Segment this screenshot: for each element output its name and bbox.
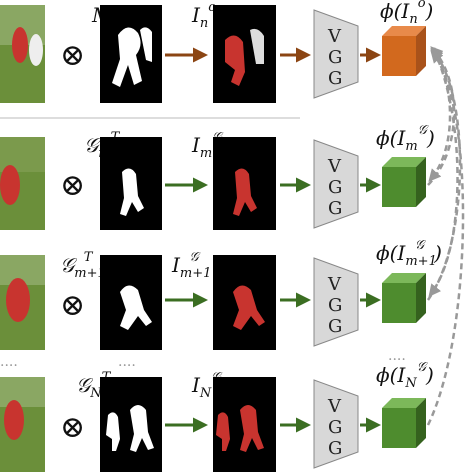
comparison-arrows <box>426 46 465 426</box>
vgg-block-4 <box>313 379 359 469</box>
feature-cube-1 <box>382 26 426 76</box>
feature-label-1: ϕ(Ino) <box>380 0 433 27</box>
ellipsis-right: .... <box>388 348 406 364</box>
svg-text:G: G <box>328 68 342 89</box>
svg-text:G: G <box>328 47 342 68</box>
row-4: ⊗ 𝒢NT IN𝒢 V G G ϕ(IN𝒢) <box>0 360 434 472</box>
masked-label-1: Ino <box>191 0 216 31</box>
svg-text:G: G <box>328 295 342 316</box>
feature-cube-4 <box>382 398 426 448</box>
vgg-block-2 <box>313 139 359 229</box>
svg-text:G: G <box>328 438 342 459</box>
masked-image-1 <box>213 5 276 103</box>
svg-text:G: G <box>328 316 342 337</box>
ellipsis-left: .... <box>0 354 18 370</box>
svg-text:V: V <box>327 26 342 47</box>
multiply-icon-2: ⊗ <box>60 168 85 203</box>
multiply-icon-1: ⊗ <box>60 38 85 73</box>
svg-text:G: G <box>328 198 342 219</box>
feature-label-2: ϕ(Im𝒢) <box>376 123 435 154</box>
svg-text:G: G <box>328 177 342 198</box>
row-3: ⊗ 𝒢m+1T Im+1𝒢 V G G ϕ(Im+1𝒢) <box>0 238 442 350</box>
row-1: ⊗ Mn Ino V G G ϕ(Ino) <box>0 0 433 103</box>
svg-text:G: G <box>328 417 342 438</box>
ellipsis-mask: .... <box>118 354 136 370</box>
svg-text:V: V <box>327 156 342 177</box>
vgg-block-1 <box>313 9 359 99</box>
svg-text:V: V <box>327 396 342 417</box>
feature-label-3: ϕ(Im+1𝒢) <box>376 238 442 269</box>
multiply-icon-4: ⊗ <box>60 410 85 445</box>
masked-label-3: Im+1𝒢 <box>171 250 211 281</box>
feature-cube-2 <box>382 157 426 207</box>
mask-label-3: 𝒢m+1T <box>60 250 106 281</box>
svg-text:V: V <box>327 274 342 295</box>
feature-cube-3 <box>382 273 426 323</box>
vgg-block-3 <box>313 257 359 347</box>
feature-label-4: ϕ(IN𝒢) <box>376 360 434 391</box>
multiply-icon-3: ⊗ <box>60 288 85 323</box>
row-2: ⊗ 𝒢mT Im𝒢 V G G ϕ(Im𝒢) <box>0 123 435 230</box>
